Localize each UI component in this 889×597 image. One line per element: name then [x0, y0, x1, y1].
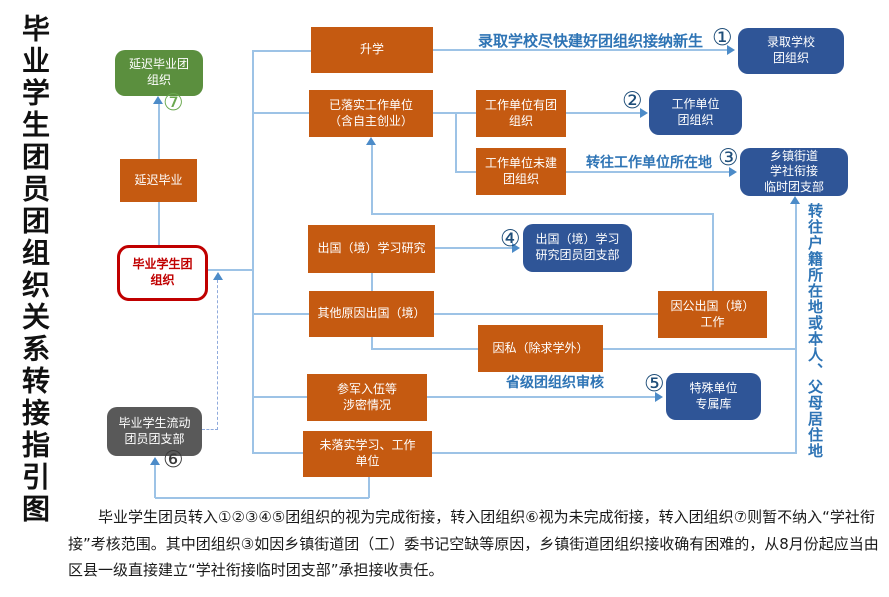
connector-dashed-line — [202, 429, 218, 430]
connector-line — [371, 213, 713, 215]
node-abroad-private: 因私（除求学外） — [478, 325, 603, 372]
badge-1: ① — [712, 25, 733, 51]
node-admitting-school-org: 录取学校 团组织 — [738, 28, 844, 74]
connector-line — [371, 337, 373, 349]
edge-label-to-hometown: 转往户籍所在地或本人、父母居住地 — [806, 203, 824, 459]
edge-label-to-workunit-location: 转往工作单位所在地 — [586, 155, 712, 171]
connector-line — [158, 103, 160, 159]
connector-line — [155, 497, 369, 499]
node-study-abroad: 出国（境）学习研究 — [308, 225, 435, 273]
badge-3: ③ — [718, 145, 739, 171]
node-abroad-other-reasons: 其他原因出国（境） — [309, 291, 434, 337]
connector-line — [202, 269, 252, 271]
connector-line — [371, 348, 478, 350]
connector-line — [433, 49, 729, 51]
node-special-unit-repository: 特殊单位 专属库 — [666, 373, 761, 420]
connector-line — [368, 477, 370, 498]
connector-line — [154, 464, 156, 498]
connector-line — [371, 273, 373, 291]
node-delayed-graduation-league-org: 延迟毕业团 组织 — [115, 50, 203, 96]
arrowhead — [727, 45, 735, 55]
connector-dashed-line — [217, 280, 218, 430]
arrowhead — [729, 167, 737, 177]
arrowhead — [153, 96, 163, 104]
node-employer-no-league: 工作单位未建 团组织 — [476, 148, 566, 195]
connector-line — [433, 112, 476, 114]
node-workunit-org: 工作单位 团组织 — [649, 90, 742, 135]
badge-5: ⑤ — [644, 371, 665, 397]
connector-line — [455, 112, 457, 172]
node-township-temp-branch: 乡镇街道 学社衔接 临时团支部 — [740, 148, 848, 196]
connector-line — [566, 171, 731, 173]
arrowhead — [150, 457, 160, 465]
connector-line — [566, 112, 640, 114]
node-delayed-graduation: 延迟毕业 — [120, 159, 197, 202]
connector-line — [455, 171, 476, 173]
connector-line — [712, 213, 714, 291]
connector-line — [252, 396, 307, 398]
node-mobile-member-branch: 毕业学生流动 团员团支部 — [107, 407, 202, 456]
badge-7: ⑦ — [163, 90, 184, 116]
connector-line — [435, 247, 514, 249]
arrowhead — [213, 272, 223, 280]
arrowhead — [512, 243, 520, 253]
badge-4: ④ — [500, 226, 521, 252]
connector-to-hometown — [795, 203, 797, 454]
node-abroad-official-work: 因公出国（境） 工作 — [658, 291, 767, 338]
badge-2: ② — [622, 88, 643, 114]
edge-label-admitting-school: 录取学校尽快建好团组织接纳新生 — [478, 32, 704, 50]
node-abroad-member-branch: 出国（境）学习 研究团员团支部 — [523, 224, 632, 272]
node-employed: 已落实工作单位 （含自主创业） — [309, 90, 433, 137]
arrowhead — [366, 137, 376, 145]
connector-line — [432, 452, 796, 454]
connector-line — [252, 112, 309, 114]
node-no-study-or-work: 未落实学习、工作 单位 — [303, 431, 432, 477]
connector-line — [427, 396, 657, 398]
connector-line — [371, 145, 373, 213]
connector-line — [158, 202, 160, 245]
connector-line — [252, 50, 311, 52]
node-graduate-league-org: 毕业学生团 组织 — [117, 245, 208, 301]
arrowhead — [640, 108, 648, 118]
connector-trunk — [252, 50, 254, 453]
connector-line — [434, 313, 658, 315]
connector-line — [603, 348, 796, 350]
node-military-confidential: 参军入伍等 涉密情况 — [307, 374, 427, 421]
footnote-text: 毕业学生团员转入①②③④⑤团组织的视为完成衔接，转入团组织⑥视为未完成衔接，转入… — [68, 508, 879, 580]
edge-label-provincial-audit: 省级团组织审核 — [506, 375, 604, 391]
page-title: 毕业学生团员团组织关系转接指引图 — [18, 14, 51, 526]
connector-line — [252, 313, 309, 315]
arrowhead — [655, 392, 663, 402]
arrowhead — [790, 196, 800, 204]
node-employer-has-league: 工作单位有团 组织 — [476, 90, 566, 137]
badge-6: ⑥ — [163, 447, 184, 473]
node-further-study: 升学 — [311, 27, 433, 73]
connector-line — [252, 452, 303, 454]
